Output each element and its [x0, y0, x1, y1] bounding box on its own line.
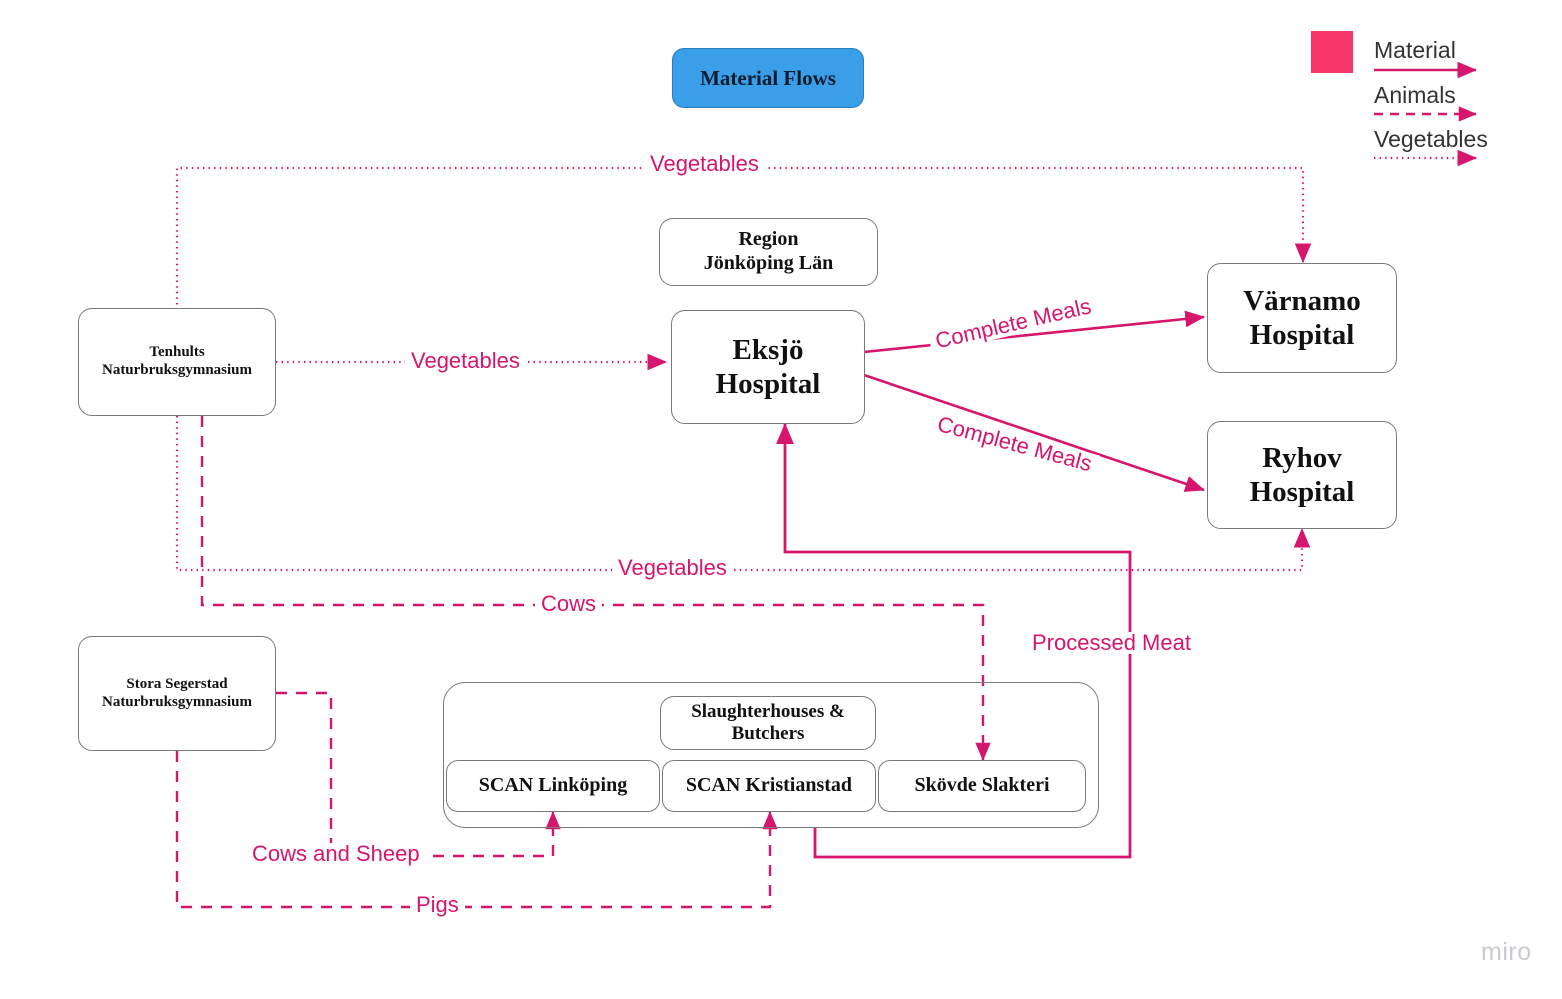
node-label: Värnamo Hospital — [1243, 284, 1361, 351]
node-label: Eksjö Hospital — [715, 333, 821, 400]
miro-watermark: miro — [1481, 938, 1532, 966]
edge-complete-meals-eksjo-ryhov — [863, 373, 1205, 492]
node-scan-linkoping[interactable]: SCAN Linköping — [446, 760, 660, 812]
edge-label-pigs: Pigs — [410, 894, 465, 916]
legend-label-animals: Animals — [1374, 82, 1456, 108]
node-slaughterhouses-and-butchers[interactable]: Slaughterhouses & Butchers — [660, 696, 876, 750]
node-label: Stora Segerstad Naturbruksgymnasium — [101, 675, 253, 710]
edge-label-vegetables-middle: Vegetables — [405, 350, 526, 372]
legend-label-material: Material — [1374, 37, 1456, 63]
edge-label-cows: Cows — [535, 593, 603, 615]
node-scan-kristianstad[interactable]: SCAN Kristianstad — [662, 760, 876, 812]
diagram-title-box: Material Flows — [672, 48, 864, 108]
node-label: SCAN Linköping — [478, 774, 628, 797]
node-label: Skövde Slakteri — [914, 774, 1050, 797]
node-varnamo-hospital[interactable]: Värnamo Hospital — [1207, 263, 1397, 373]
node-label: Region Jönköping Län — [703, 228, 834, 274]
node-eksjo-hospital[interactable]: Eksjö Hospital — [671, 310, 865, 424]
edge-label-vegetables-top: Vegetables — [644, 153, 765, 175]
node-region-jonkoping-lan[interactable]: Region Jönköping Län — [659, 218, 878, 286]
legend-label-vegetables: Vegetables — [1374, 126, 1488, 152]
node-stora-segerstad-naturbruksgymnasium[interactable]: Stora Segerstad Naturbruksgymnasium — [78, 636, 276, 751]
edge-label-processed-meat: Processed Meat — [1026, 632, 1197, 654]
edge-label-vegetables-lower: Vegetables — [612, 557, 733, 579]
page-title: Material Flows — [700, 65, 836, 90]
node-label: Tenhults Naturbruksgymnasium — [101, 344, 253, 378]
legend-swatch-material — [1311, 31, 1353, 73]
node-ryhov-hospital[interactable]: Ryhov Hospital — [1207, 421, 1397, 529]
node-skovde-slakteri[interactable]: Skövde Slakteri — [878, 760, 1086, 812]
edge-label-complete-meals-ryhov: Complete Meals — [929, 411, 1100, 477]
edge-label-complete-meals-varnamo: Complete Meals — [927, 293, 1100, 354]
group-slaughterhouses-container[interactable] — [443, 682, 1099, 828]
node-label: SCAN Kristianstad — [685, 774, 853, 797]
node-tenhults-naturbruksgymnasium[interactable]: Tenhults Naturbruksgymnasium — [78, 308, 276, 416]
edge-label-cows-and-sheep: Cows and Sheep — [246, 843, 426, 865]
node-label: Ryhov Hospital — [1249, 441, 1355, 508]
edge-vegetables-tenhults-ryhov — [175, 416, 1311, 572]
node-label: Slaughterhouses & Butchers — [691, 700, 845, 744]
